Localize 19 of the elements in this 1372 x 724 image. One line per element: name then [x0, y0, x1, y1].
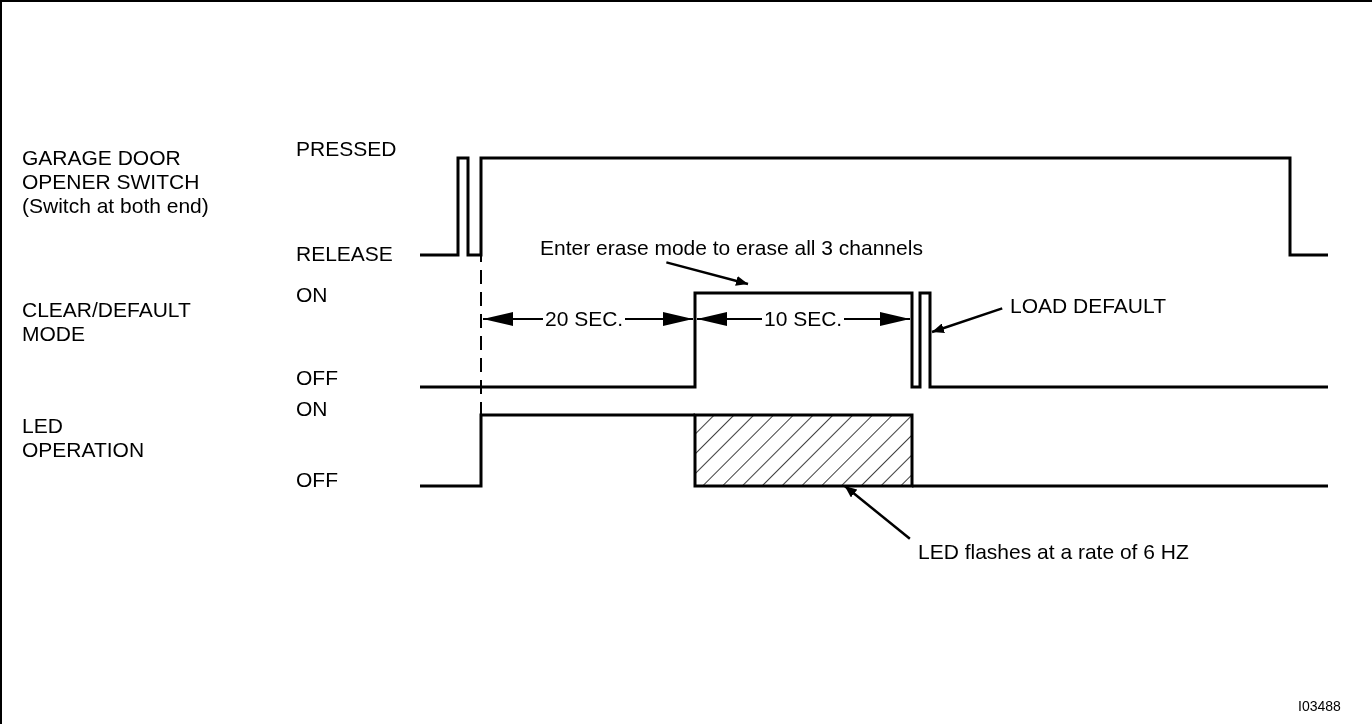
level-label: RELEASE: [296, 242, 393, 266]
level-label: ON: [296, 283, 328, 307]
level-label: OFF: [296, 468, 338, 492]
signal-name: LED OPERATION: [22, 414, 146, 462]
signal-name: CLEAR/DEFAULT MODE: [22, 298, 192, 346]
signal-name: GARAGE DOOR OPENER SWITCH (Switch at both end): [22, 146, 210, 218]
level-label: ON: [296, 397, 328, 421]
duration-label: 10 SEC.: [762, 309, 845, 329]
annotation-text: Enter erase mode to erase all 3 channels: [540, 236, 923, 260]
level-label: PRESSED: [296, 137, 397, 161]
duration-label: 20 SEC.: [543, 309, 626, 329]
leader-line: [931, 307, 1003, 334]
annotation-text: LED flashes at a rate of 6 HZ: [918, 540, 1189, 564]
level-label: OFF: [296, 366, 338, 390]
leader-line: [666, 261, 749, 286]
annotation-text: LOAD DEFAULT: [1010, 294, 1166, 318]
leader-line: [843, 485, 911, 540]
figure-number: I03488: [1298, 697, 1341, 716]
hatched-flash-block: [693, 413, 914, 488]
